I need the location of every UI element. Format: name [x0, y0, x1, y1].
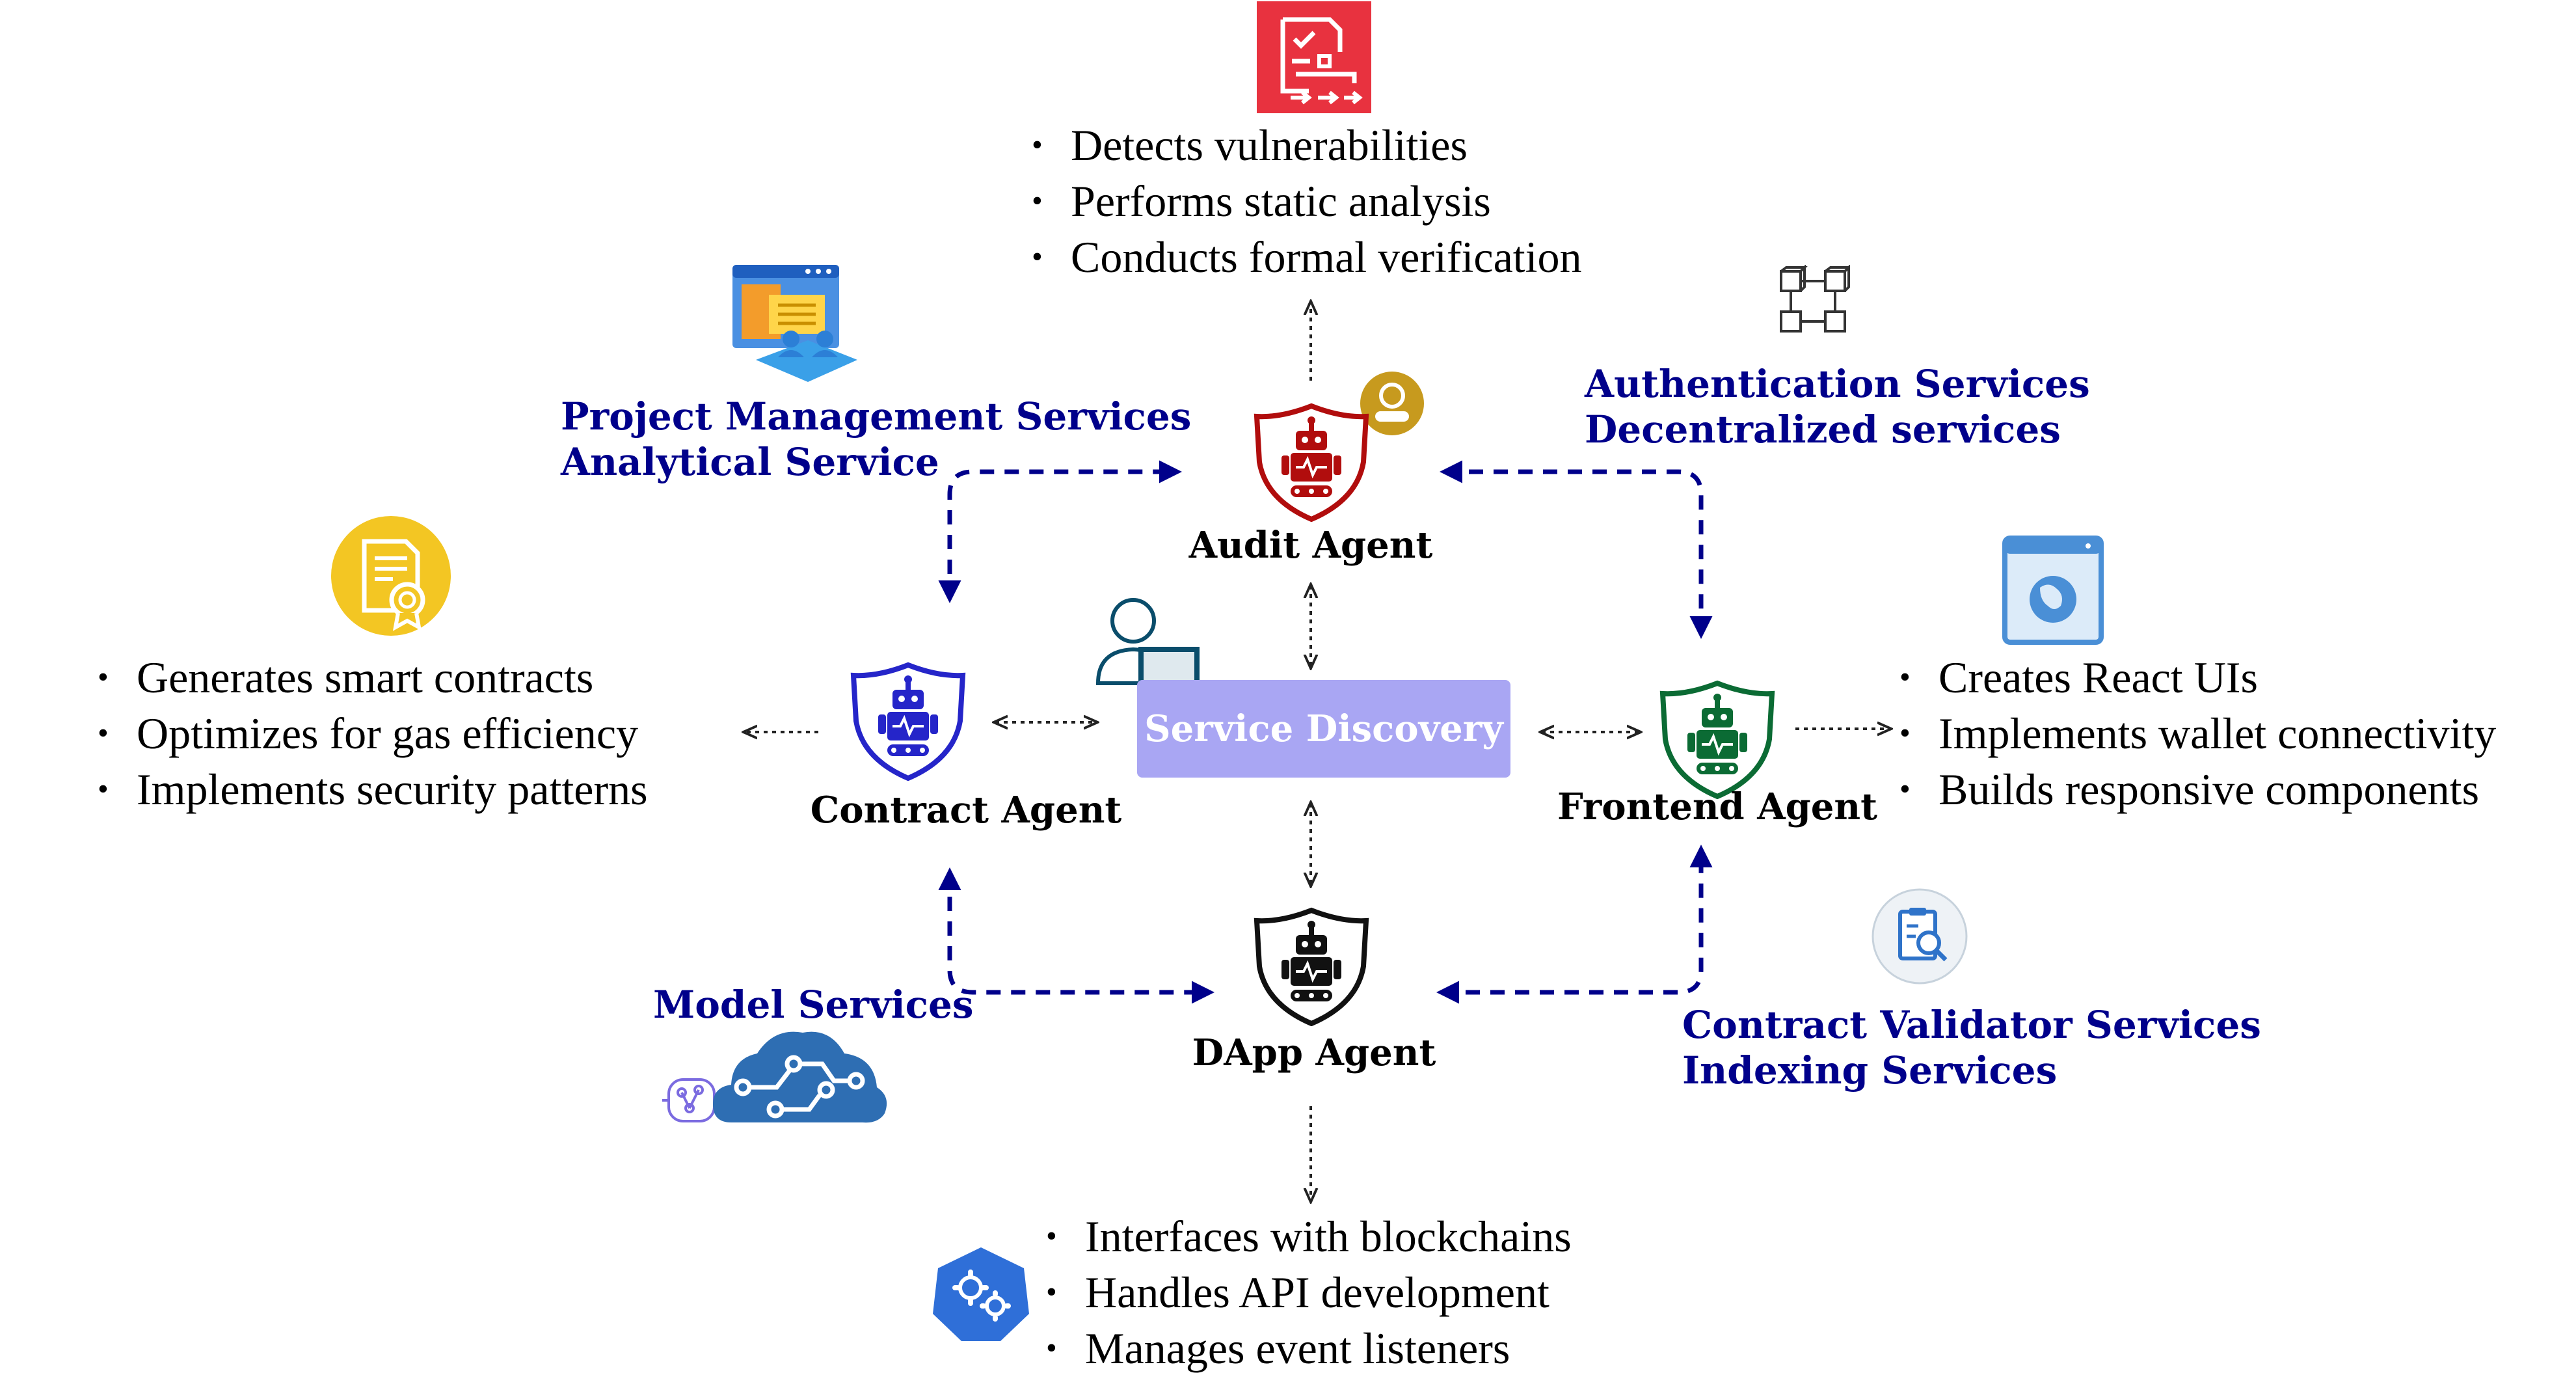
- kubernetes-icon: [933, 1247, 1029, 1341]
- list-item: Implements wallet connectivity: [1894, 705, 2496, 761]
- list-item: Manages event listeners: [1041, 1320, 1572, 1376]
- list-item: Implements security patterns: [92, 761, 648, 817]
- arrow-contract-to-dapp: [938, 867, 1214, 1004]
- list-item: Interfaces with blockchains: [1041, 1208, 1572, 1264]
- blockchain-blocks-icon: [1780, 265, 1850, 333]
- audit-responsibilities: Detects vulnerabilities Performs static …: [1026, 117, 1582, 285]
- ai-brain-icon: [662, 1031, 887, 1123]
- certificate-icon: [331, 516, 451, 636]
- list-item: Conducts formal verification: [1026, 229, 1582, 285]
- services-top-left: Project Management Services Analytical S…: [561, 394, 1191, 485]
- service-label: Authentication Services: [1585, 362, 2090, 406]
- list-item: Handles API development: [1041, 1264, 1572, 1320]
- clipboard-search-icon: [1872, 888, 1968, 985]
- service-label: Project Management Services: [561, 394, 1192, 439]
- frontend-agent-label: Frontend Agent: [1557, 785, 1878, 828]
- frontend-responsibilities: Creates React UIs Implements wallet conn…: [1894, 649, 2496, 817]
- service-discovery-hub: Service Discovery: [1137, 680, 1510, 778]
- service-discovery-label: Service Discovery: [1144, 707, 1503, 750]
- dapp-agent-label: DApp Agent: [1192, 1031, 1436, 1074]
- list-item: Performs static analysis: [1026, 173, 1582, 229]
- dapp-responsibilities: Interfaces with blockchains Handles API …: [1041, 1208, 1572, 1376]
- services-bottom-left: Model Services: [653, 982, 974, 1027]
- service-label: Model Services: [653, 983, 974, 1027]
- audit-agent-robot-icon: [1254, 403, 1369, 522]
- list-item: Creates React UIs: [1894, 649, 2496, 705]
- list-item: Generates smart contracts: [92, 649, 648, 705]
- list-item: Builds responsive components: [1894, 761, 2496, 817]
- list-item: Detects vulnerabilities: [1026, 117, 1582, 173]
- services-top-right: Authentication Services Decentralized se…: [1585, 361, 2090, 452]
- service-label: Analytical Service: [561, 440, 939, 484]
- contract-agent-robot-icon: [850, 662, 966, 781]
- arrow-frontend-to-dapp: [1436, 845, 1713, 1004]
- arrow-audit-to-frontend: [1440, 460, 1713, 639]
- project-window-icon: [732, 265, 857, 382]
- services-bottom-right: Contract Validator Services Indexing Ser…: [1682, 1002, 2261, 1093]
- dapp-agent-robot-icon: [1254, 907, 1369, 1026]
- user-avatar-icon: [1360, 372, 1424, 435]
- list-item: Optimizes for gas efficiency: [92, 705, 648, 761]
- audit-agent-label: Audit Agent: [1188, 524, 1433, 567]
- contract-responsibilities: Generates smart contracts Optimizes for …: [92, 649, 648, 817]
- contract-agent-label: Contract Agent: [810, 789, 1122, 832]
- service-label: Decentralized services: [1585, 407, 2061, 452]
- arrow-contract-to-audit: [938, 460, 1182, 603]
- frontend-agent-robot-icon: [1659, 680, 1775, 799]
- service-label: Indexing Services: [1682, 1048, 2058, 1093]
- web-browser-icon: [2002, 536, 2104, 645]
- service-label: Contract Validator Services: [1682, 1003, 2261, 1047]
- checklist-icon: [1257, 1, 1371, 113]
